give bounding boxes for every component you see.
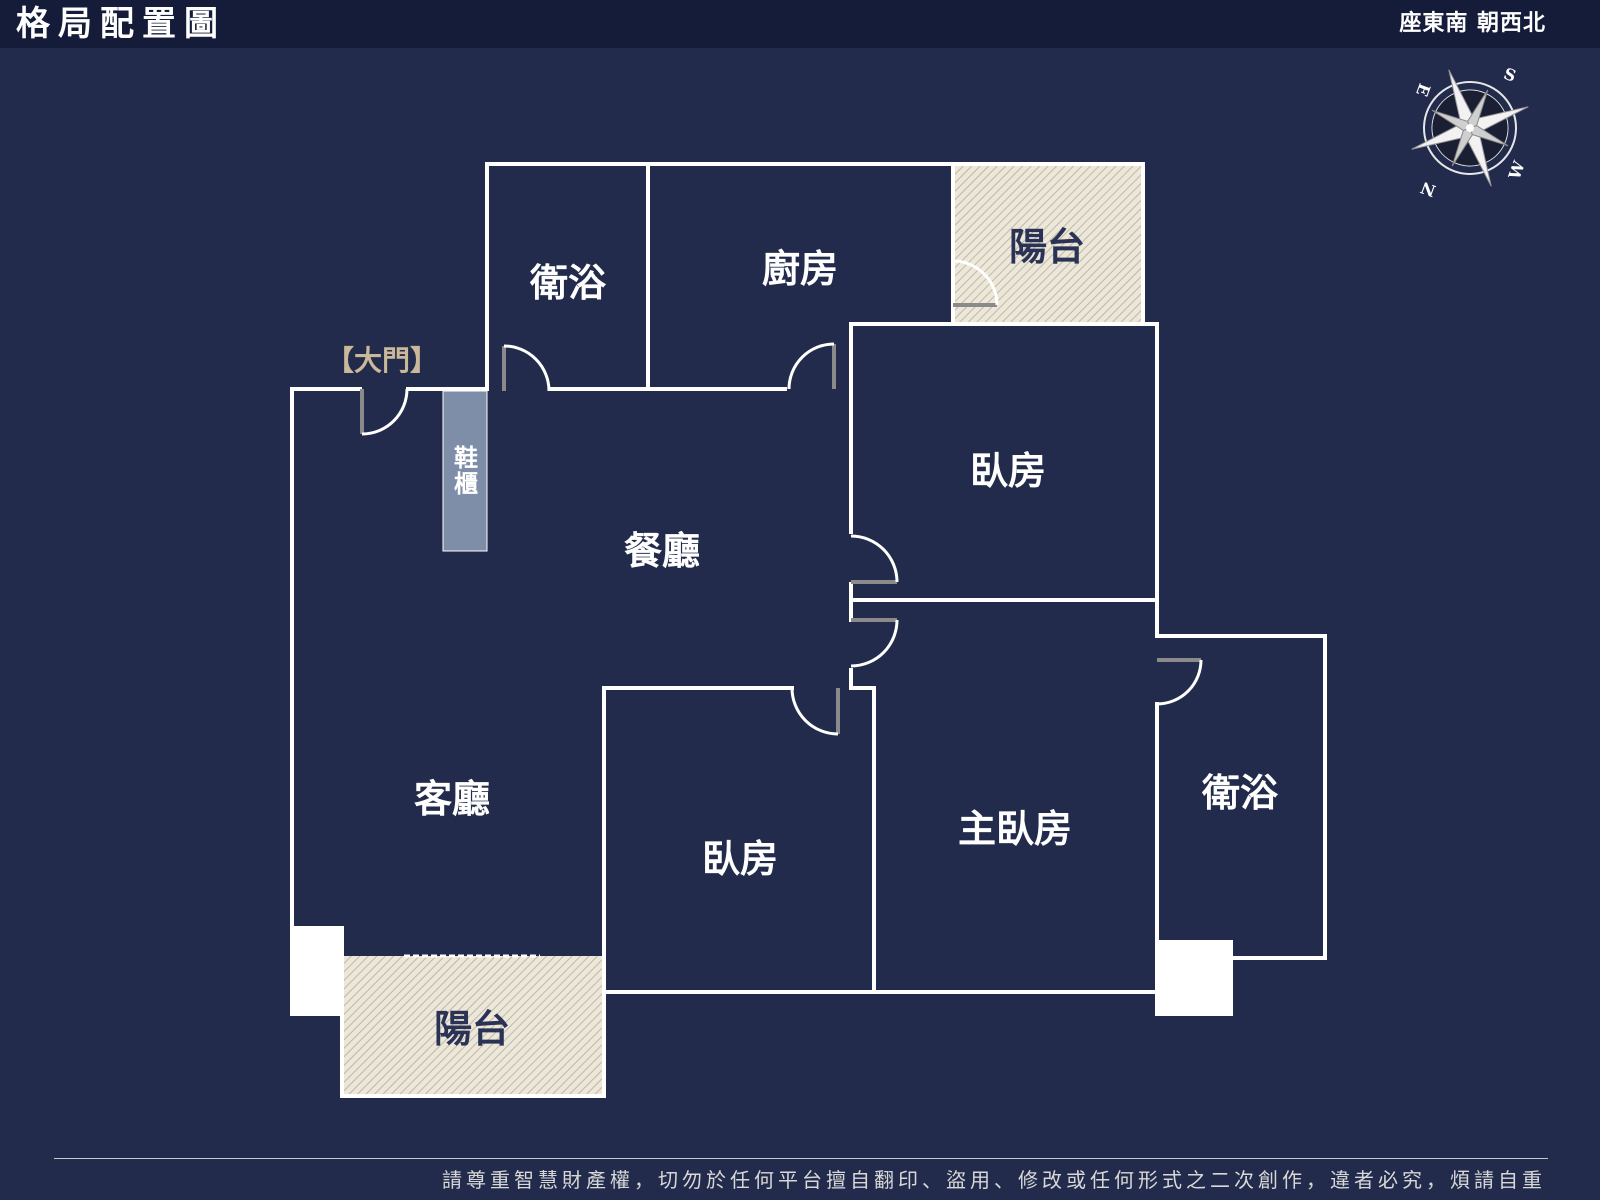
column-left xyxy=(290,926,344,1016)
room-label-dining: 餐廳 xyxy=(624,529,700,573)
room-label-bath-top: 衛浴 xyxy=(529,261,607,305)
room-label-balcony-top: 陽台 xyxy=(1009,225,1085,269)
shoe-cabinet xyxy=(442,390,488,552)
balcony-top-area xyxy=(953,164,1143,322)
column-right xyxy=(1155,940,1233,1016)
compass-rose-icon xyxy=(1411,69,1529,187)
page-title: 格局配置圖 xyxy=(16,4,226,44)
svg-text:E: E xyxy=(1412,81,1434,99)
room-label-master-bedroom: 主臥房 xyxy=(958,807,1072,851)
room-label-kitchen: 廚房 xyxy=(762,247,838,291)
shoe-cabinet-label-2: 櫃 xyxy=(454,470,478,498)
entrance-label: 【大門】 xyxy=(326,344,438,377)
orientation-label: 座東南 朝西北 xyxy=(1399,11,1546,36)
footer-divider xyxy=(54,1158,1548,1159)
room-label-balcony-bottom: 陽台 xyxy=(434,1007,510,1051)
balcony-bottom-area xyxy=(342,956,604,1096)
room-label-bedroom-upper: 臥房 xyxy=(970,449,1046,493)
room-label-living: 客廳 xyxy=(414,777,490,821)
door-swings xyxy=(360,259,1203,736)
room-label-bath-right: 衛浴 xyxy=(1201,771,1279,815)
shoe-cabinet-label-1: 鞋 xyxy=(454,444,478,472)
walls xyxy=(290,162,1327,1098)
room-label-bedroom-lower: 臥房 xyxy=(702,837,778,881)
title-bar: 格局配置圖 座東南 朝西北 xyxy=(0,0,1600,48)
copyright-disclaimer: 請尊重智慧財產權，切勿於任何平台擅自翻印、盜用、修改或任何形式之二次創作，違者必… xyxy=(442,1168,1546,1192)
svg-text:S: S xyxy=(1501,64,1518,86)
svg-text:W: W xyxy=(1504,157,1529,182)
svg-text:N: N xyxy=(1418,178,1438,201)
